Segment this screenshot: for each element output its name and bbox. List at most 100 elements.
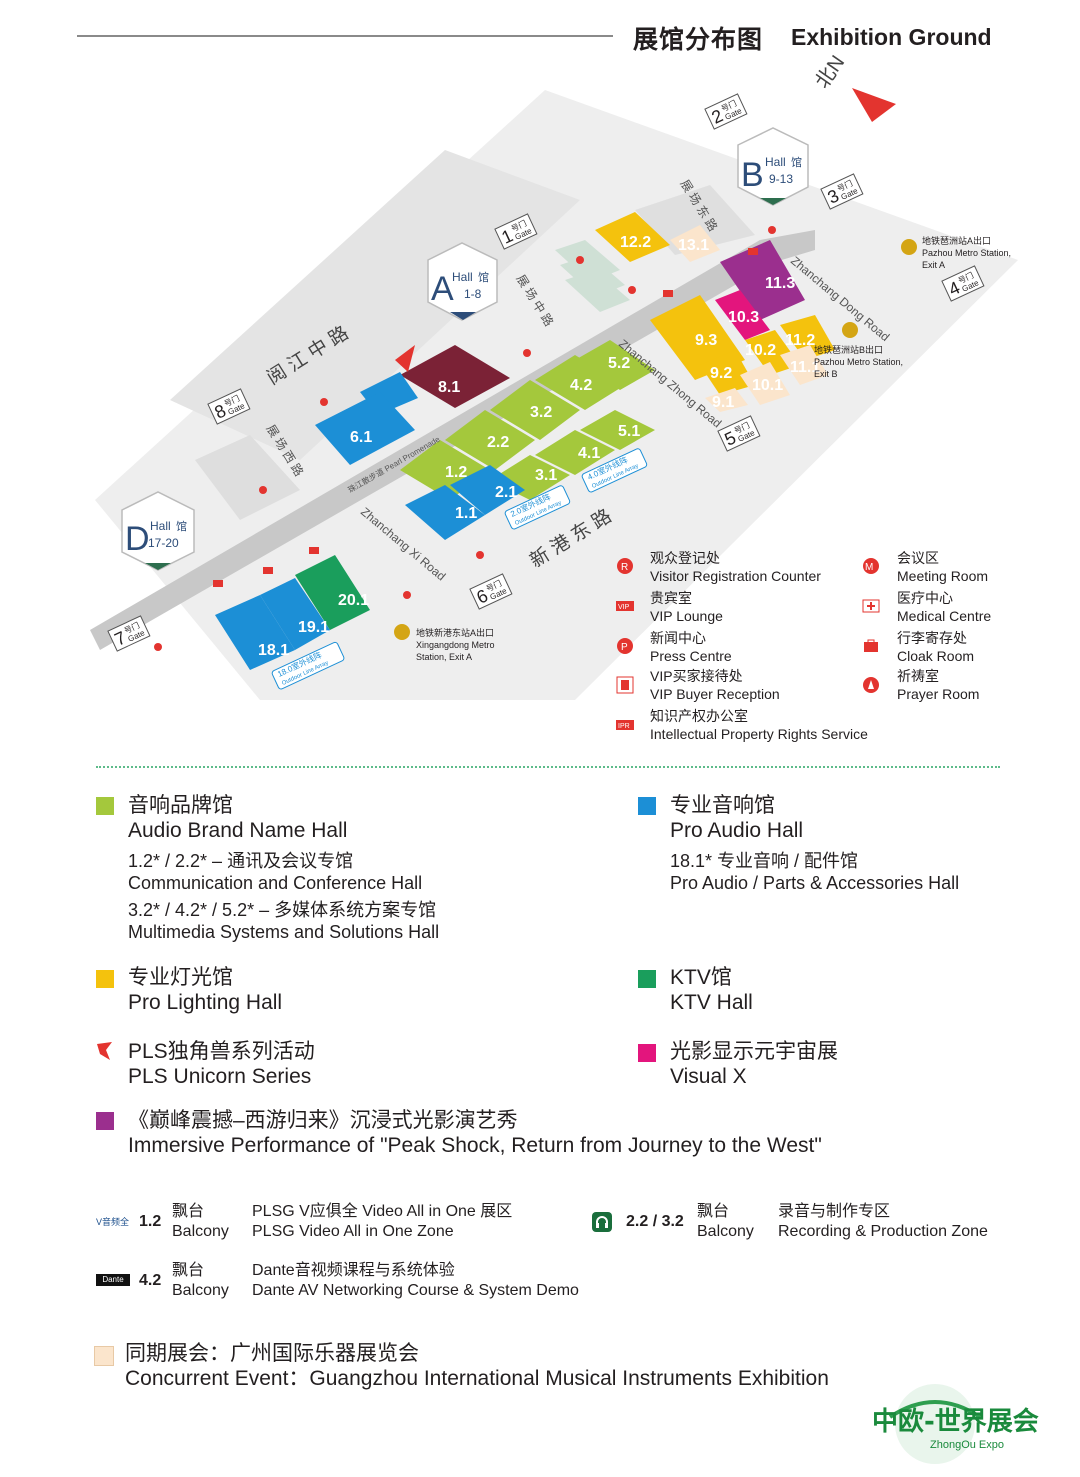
svg-text:Exit B: Exit B	[814, 369, 838, 379]
hall-11-3	[720, 240, 805, 320]
hall-5-1	[580, 410, 655, 450]
balcony-number: 1.2	[139, 1213, 162, 1230]
hall-badge-a[interactable]: A Hall 馆 1-8	[427, 242, 498, 321]
hall-3-2	[490, 380, 580, 440]
svg-text:Station, Exit A: Station, Exit A	[416, 652, 472, 662]
gate-4[interactable]: 4 号门 Gate	[941, 265, 985, 302]
hall-label: 11.1	[790, 359, 820, 376]
gate-3[interactable]: 3 号门 Gate	[820, 173, 864, 210]
svg-text:Pazhou Metro Station,: Pazhou Metro Station,	[922, 248, 1011, 258]
hall-2-1	[450, 465, 525, 515]
hall-18-1	[215, 595, 295, 670]
section-divider	[96, 766, 1000, 768]
metro-pazhou-a[interactable]: 地铁琶洲站A出口 Pazhou Metro Station, Exit A	[901, 235, 1011, 270]
pearl-promenade	[90, 240, 775, 650]
hall-13-1	[670, 225, 720, 262]
svg-text:地铁琶洲站A出口: 地铁琶洲站A出口	[922, 235, 991, 246]
hall-10-1	[740, 362, 790, 405]
svg-text:R: R	[621, 562, 628, 573]
press-icon: P	[617, 638, 633, 654]
hall-9-2	[700, 350, 755, 395]
gate-1[interactable]: 1 号门 Gate	[494, 213, 538, 250]
pro-lighting-swatch	[96, 970, 114, 988]
hall-label: 19.1	[298, 619, 329, 636]
hall-label: 2.2	[487, 434, 509, 451]
visual-x-swatch	[638, 1044, 656, 1062]
hall-label: 5.2	[608, 355, 630, 372]
svg-text:ZhongOu Expo: ZhongOu Expo	[930, 1439, 1004, 1451]
hall-label: 9.1	[712, 394, 734, 411]
hall-11-2	[780, 315, 835, 360]
hall-label: 4.2	[570, 377, 592, 394]
svg-text:Xingangdong Metro: Xingangdong Metro	[416, 640, 495, 650]
dante-logo: Dante	[96, 1274, 130, 1286]
hall-6-1	[315, 392, 415, 465]
ipr-icon: IPR	[616, 720, 634, 730]
gate-7[interactable]: 7 号门 Gate	[107, 615, 151, 652]
hall-4-2	[535, 355, 625, 410]
hall-label: 11.3	[765, 275, 795, 292]
gate-6[interactable]: 6 号门 Gate	[469, 573, 513, 610]
svg-text:VIP: VIP	[618, 604, 630, 611]
hall-badge-d[interactable]: D Hall 馆 17-20	[121, 491, 195, 571]
vip-buyer-icon	[616, 676, 634, 694]
hall-5-2	[575, 340, 655, 390]
svg-text:P: P	[621, 642, 628, 653]
hall-label: 2.1	[495, 484, 517, 501]
north-arrow-icon	[852, 88, 896, 122]
block-a	[170, 150, 580, 460]
metro-xingangdong-a[interactable]: 地铁新港东站A出口 Xingangdong Metro Station, Exi…	[394, 624, 495, 662]
immersive-swatch	[96, 1112, 114, 1130]
hall-badge-b[interactable]: B Hall 馆 9-13	[737, 127, 809, 206]
prayer-icon	[863, 677, 879, 693]
cloak-icon	[864, 639, 878, 652]
hall-10-3	[715, 290, 770, 340]
hall-label: 10.1	[752, 377, 783, 394]
svg-text:Hall: Hall	[150, 519, 171, 533]
hall-label: 18.1	[258, 642, 289, 659]
pro-audio-swatch	[638, 797, 656, 815]
hall-label: 20.1	[338, 592, 369, 609]
balcony-number: 2.2 / 3.2	[626, 1213, 684, 1230]
svg-text:Hall: Hall	[452, 270, 473, 284]
svg-text:17-20: 17-20	[148, 536, 179, 550]
registration-icon: R	[617, 558, 633, 574]
svg-text:Pazhou Metro Station,: Pazhou Metro Station,	[814, 357, 903, 367]
hall-label: 3.1	[535, 467, 557, 484]
hall-20-1	[295, 555, 370, 630]
gate-5[interactable]: 5 号门 Gate	[717, 415, 761, 452]
gate-8[interactable]: 8 号门 Gate	[207, 388, 251, 425]
hall-19-1	[260, 578, 330, 650]
svg-text:M: M	[865, 562, 873, 573]
hall-label: 1.1	[455, 505, 477, 522]
vip-icon: VIP	[616, 601, 634, 611]
hall-9-1	[705, 388, 748, 412]
hall-label: 1.2	[445, 464, 467, 481]
metro-pazhou-b[interactable]: 地铁琶洲站B出口 Pazhou Metro Station, Exit B	[814, 322, 903, 379]
hall-label: 4.1	[578, 445, 600, 462]
balcony-number: 4.2	[139, 1272, 162, 1289]
hall-label: 11.2	[785, 332, 815, 349]
meeting-icon: M	[863, 558, 879, 574]
block-left	[195, 435, 300, 520]
exhibition-map: 8.1 6.1 1.2 2.2 3.2 4.2 5.2 1.1 2.1 3.1 …	[90, 51, 1018, 700]
gate-2[interactable]: 2 号门 Gate	[704, 93, 748, 130]
hall-label: 3.2	[530, 404, 552, 421]
page-title-cn: 展馆分布图	[633, 25, 764, 54]
svg-text:Exit A: Exit A	[922, 260, 945, 270]
header-rule	[77, 35, 613, 37]
headphones-icon	[592, 1212, 612, 1232]
